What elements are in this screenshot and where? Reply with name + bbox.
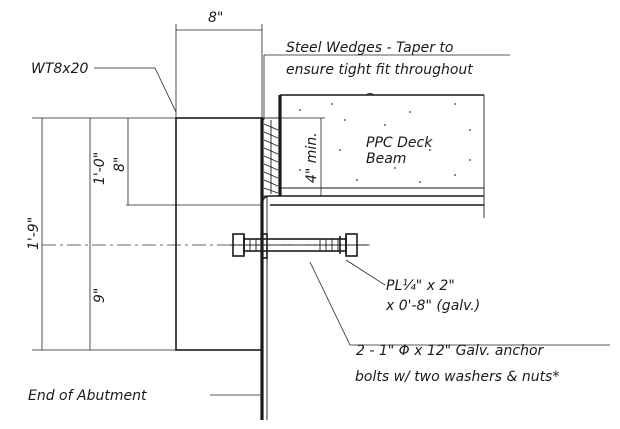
- plate-label-line2: x 0'-8" (galv.): [385, 298, 480, 314]
- min-dimension-label: 4" min.: [304, 132, 320, 183]
- one-foot-dimension-label: 1'-0": [92, 152, 108, 185]
- deck-beam-label-line1: PPC Deck: [366, 135, 433, 151]
- plate-label-line1: PL¼" x 2": [386, 278, 455, 294]
- eight-inch-dimension-label: 8": [112, 157, 128, 172]
- steel-wedges-label-line2: ensure tight fit throughout: [286, 62, 473, 78]
- top-dimension-label: 8": [208, 10, 223, 26]
- steel-wedges: [261, 117, 281, 197]
- anchor-bolts-label-line1: 2 - 1" Φ x 12" Galv. anchor: [356, 343, 545, 359]
- anchor-bolt-assembly: [230, 233, 368, 259]
- end-of-abutment-label: End of Abutment: [28, 388, 147, 404]
- ppc-deck-beam: [280, 93, 485, 188]
- anchor-bolts-label-line2: bolts w/ two washers & nuts*: [355, 369, 559, 385]
- dimension-lines: [32, 24, 610, 396]
- steel-wedges-label-line1: Steel Wedges - Taper to: [286, 40, 453, 56]
- one-foot-nine-dimension-label: 1'-9": [26, 217, 42, 250]
- deck-beam-label-line2: Beam: [366, 151, 406, 167]
- wt-section-label: WT8x20: [31, 61, 88, 77]
- abutment-wall: [175, 117, 263, 351]
- nine-inch-dimension-label: 9": [92, 288, 108, 303]
